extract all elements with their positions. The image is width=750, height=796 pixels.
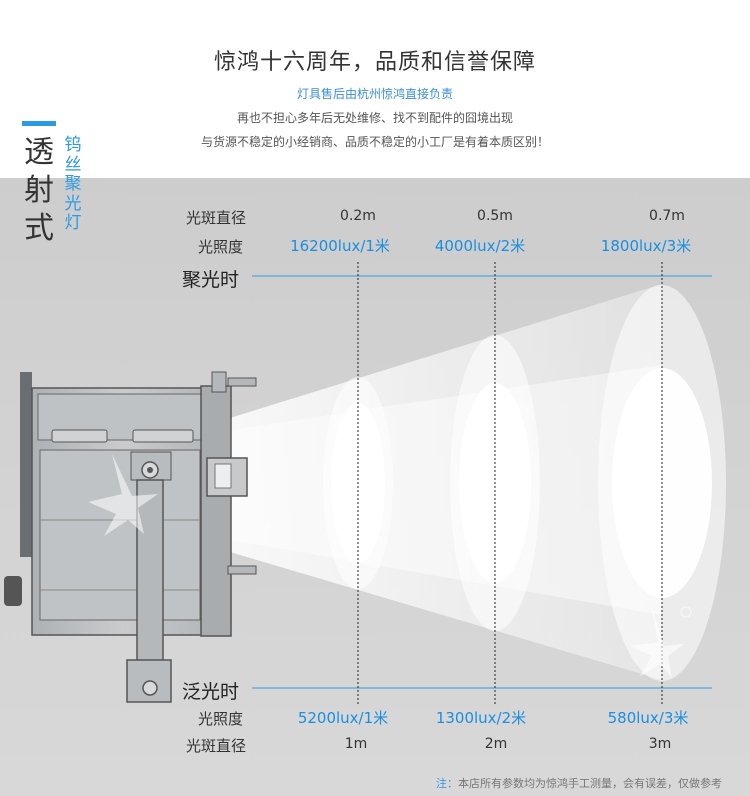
product-name-char: 聚	[64, 174, 82, 194]
footnote: 注：本店所有参数均为惊鸿手工测量，会有误差，仅做参考	[436, 775, 722, 791]
header-section	[0, 0, 750, 178]
spot-diameter-3m: 0.7m	[649, 208, 685, 224]
brand-watermark-icon	[630, 606, 692, 678]
brand-watermark-icon	[88, 454, 158, 536]
light-beam-cone	[230, 284, 662, 680]
footnote-text: 本店所有参数均为惊鸿手工测量，会有误差，仅做参考	[458, 777, 722, 790]
product-type-char: 射	[24, 173, 54, 208]
flood-illuminance-1m: 5200lux/1米	[297, 709, 389, 727]
product-name-char: 光	[64, 193, 82, 214]
spot-diameter-2m: 0.5m	[477, 208, 513, 224]
footnote-mark: 注：	[436, 777, 458, 790]
spot-illuminance-3m: 1800lux/3米	[600, 237, 692, 255]
flood-distance-3m: 3m	[648, 736, 672, 752]
flood-illuminance-2m: 1300lux/2米	[435, 709, 527, 727]
product-type-char: 式	[24, 211, 54, 246]
page-title: 惊鸿十六周年，品质和信誉保障	[213, 50, 536, 75]
product-type-title: 透 射 式	[22, 134, 56, 248]
spot-diameter-label: 光斑直径	[186, 209, 247, 227]
product-name-char: 丝	[64, 154, 82, 175]
product-name-char: 灯	[64, 213, 82, 233]
spot-mode-label: 聚光时	[182, 269, 240, 291]
flood-distance-2m: 2m	[484, 736, 508, 752]
description-line-1: 再也不担心多年后无处维修、找不到配件的囧境出现	[236, 111, 513, 125]
spot-illuminance-1m: 16200lux/1米	[290, 237, 390, 255]
spot-diameter-1m: 0.2m	[340, 208, 376, 224]
product-name-vertical: 钨 丝 聚 光 灯	[62, 135, 84, 234]
spot-illuminance-2m: 4000lux/2米	[434, 237, 526, 255]
page-subtitle: 灯具售后由杭州惊鸿直接负责	[296, 87, 453, 101]
spot-illuminance-label: 光照度	[198, 238, 244, 256]
flood-diameter-label: 光斑直径	[186, 737, 247, 755]
product-name-char: 钨	[64, 135, 82, 155]
flood-mode-label: 泛光时	[182, 681, 240, 703]
flood-illuminance-label: 光照度	[198, 710, 244, 728]
lamp-fixture-icon	[4, 371, 257, 703]
flood-distance-1m: 1m	[344, 736, 368, 752]
description-line-2: 与货源不稳定的小经销商、品质不稳定的小工厂是有着本质区别！	[200, 135, 549, 149]
product-type-char: 透	[24, 135, 54, 170]
flood-illuminance-3m: 580lux/3米	[607, 709, 689, 727]
accent-bar	[22, 121, 56, 126]
